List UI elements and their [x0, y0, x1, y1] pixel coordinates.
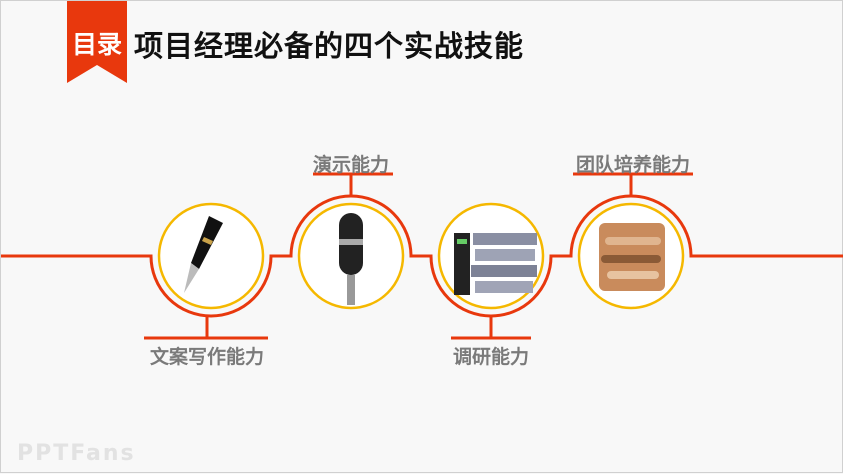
binders-icon — [454, 233, 537, 295]
skill-label-2: 演示能力 — [312, 154, 389, 176]
skill-label-3: 调研能力 — [452, 346, 529, 368]
microphone-icon — [339, 213, 363, 305]
skill-label-1: 文案写作能力 — [149, 346, 264, 368]
timeline-line — [1, 194, 843, 318]
connector-4 — [573, 172, 693, 196]
stacked-hands-icon — [599, 223, 665, 291]
skill-ring-1 — [157, 202, 265, 310]
skill-label-4: 团队培养能力 — [575, 154, 690, 176]
connector-3 — [451, 316, 531, 340]
connector-1 — [144, 316, 268, 340]
fountain-pen-icon — [184, 216, 223, 293]
watermark: PPTFans — [17, 441, 136, 466]
connector-2 — [313, 172, 393, 196]
page-title: 项目经理必备的四个实战技能 — [134, 29, 525, 63]
toc-badge: 目录 — [71, 30, 122, 59]
